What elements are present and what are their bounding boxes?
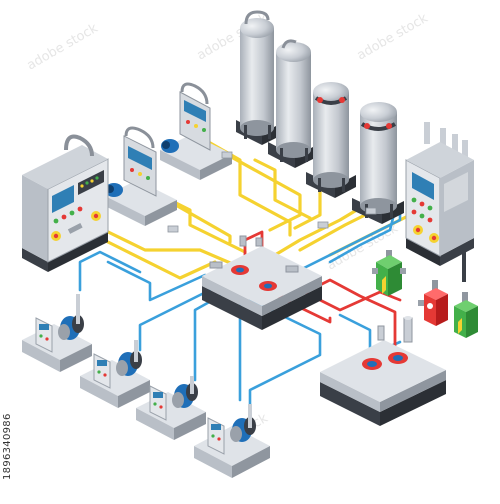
valve-red: [418, 280, 448, 326]
stock-id-caption: 1896340986: [0, 0, 14, 500]
control-panel-right: [405, 122, 474, 282]
valve-green: [454, 292, 478, 338]
central-hub: [202, 235, 322, 330]
stock-id-text: 1896340986: [2, 413, 13, 480]
svg-text:adobe stock: adobe stock: [355, 11, 431, 64]
pump-unit: [136, 376, 206, 440]
valve-green: [372, 250, 406, 296]
storage-tank: [306, 82, 356, 198]
storage-tank: [268, 39, 315, 168]
secondary-hub: [320, 316, 446, 426]
storage-tank: [236, 10, 280, 145]
pump-unit: [194, 404, 270, 478]
hmi-unit: [105, 126, 177, 226]
control-panel-left: [22, 134, 109, 272]
pump-unit: [80, 340, 150, 408]
hmi-unit: [160, 82, 232, 180]
svg-text:adobe stock: adobe stock: [25, 21, 101, 74]
pump-unit: [22, 294, 92, 372]
storage-tank: [352, 102, 404, 224]
cable-connectors: [167, 151, 377, 233]
